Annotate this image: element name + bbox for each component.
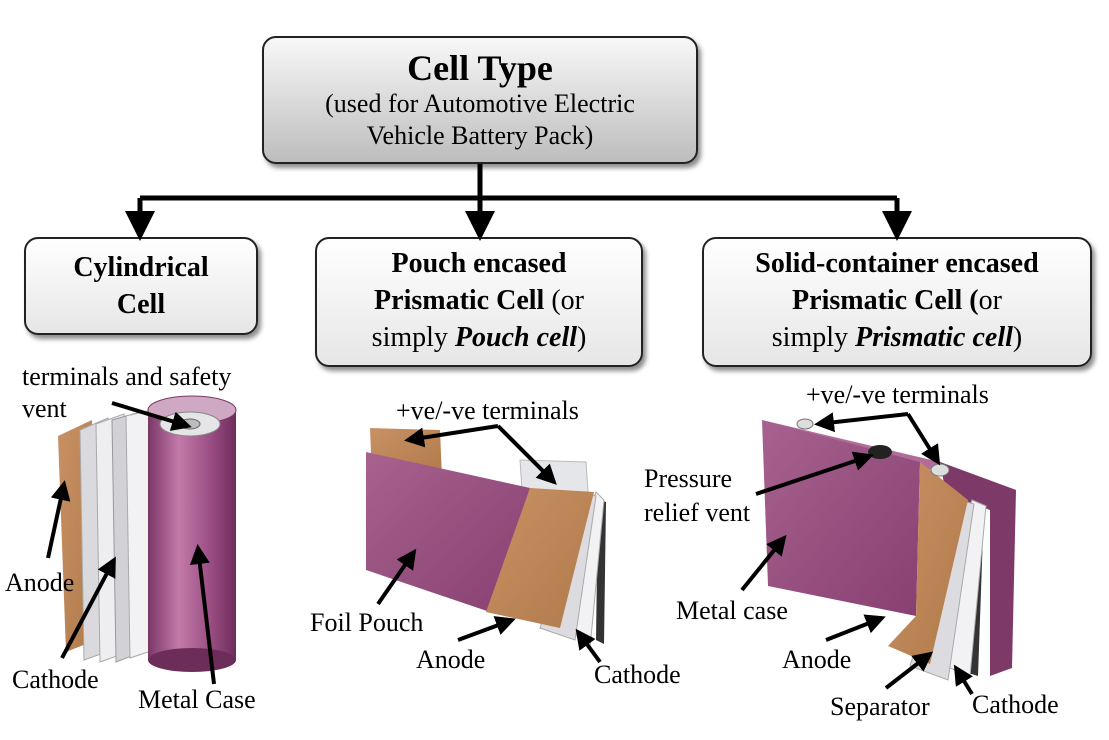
label-prism-pressure-line2: relief vent [644,498,751,527]
prismatic-title-line1: Solid-container encased [755,248,1039,279]
label-pouch-anode: Anode [416,645,486,674]
pouch-title-line2-rest: (or [544,285,584,316]
arrow-cyl-metal-case [189,544,216,685]
label-pouch-terminals: +ve/-ve terminals [396,396,579,425]
prismatic-title-line2-rest: or [978,285,1002,316]
root-subtitle-line1: (used for Automotive Electric [325,89,635,118]
arrow-prism-anode [825,614,886,642]
label-pouch-foil: Foil Pouch [310,608,424,637]
prismatic-title-line2-bold: Prismatic Cell ( [792,285,979,316]
pouch-title-line3-italic: Pouch cell [454,322,577,353]
prism-metal-case [762,420,920,616]
label-cyl-cathode: Cathode [12,665,99,694]
arrow-pouch-cathode [575,628,602,664]
pouch-title-line1: Pouch encased [391,248,567,279]
label-prism-terminals: +ve/-ve terminals [806,380,989,409]
pouch-title-line3: simply Pouch cell) [317,319,641,356]
cyl-case-bottom [148,648,236,672]
root-cell-type-box: Cell Type (used for Automotive Electric … [262,36,698,164]
arrow-prism-cathode [953,664,974,696]
label-cyl-terminals-line2: vent [22,394,67,423]
cylindrical-cell-illustration [58,395,237,672]
prism-terminal-pos [796,418,814,430]
label-prism-cathode: Cathode [972,690,1059,719]
label-prism-metal-case: Metal case [676,596,788,625]
pouch-terminal-silver [519,459,589,493]
prismatic-cell-illustration [762,418,1016,681]
label-prism-separator: Separator [830,692,930,721]
arrow-pouch-anode [457,616,516,642]
root-subtitle-line2: Vehicle Battery Pack) [366,121,594,150]
pouch-title-line2: Prismatic Cell (or [317,282,641,319]
pouch-foil-body [366,452,530,612]
pouch-title-line3-start: simply [371,322,455,353]
arrow-pouch-terminal-right [496,424,557,485]
label-cyl-terminals-line1: terminals and safety [22,362,232,391]
label-prism-pressure-line1: Pressure [644,464,733,493]
prism-vent [868,445,892,459]
prismatic-title-line3-start: simply [771,322,856,353]
pouch-title-line2-bold: Prismatic Cell [374,285,545,316]
arrow-prism-case [740,534,787,592]
root-title: Cell Type [407,48,553,88]
label-cyl-metal-case: Metal Case [138,685,256,714]
pouch-title-line3-end: ) [577,322,587,353]
prism-terminal-neg [930,463,950,477]
arrow-prism-separator [884,651,934,690]
arrow-cyl-terminals [111,401,192,431]
label-pouch-cathode: Cathode [594,660,681,689]
arrow-cyl-anode [46,480,71,559]
pouch-cell-box: Pouch encased Prismatic Cell (or simply … [315,237,643,367]
arrow-prism-terminal-left [814,412,909,433]
prismatic-title-line2: Prismatic Cell (or [704,282,1090,319]
prism-right-face [940,462,1016,676]
arrow-cyl-cathode [60,556,116,659]
cylindrical-title-line2: Cell [116,289,166,320]
arrow-prism-terminal-right [906,412,941,466]
prismatic-title-line3-end: ) [1012,322,1023,353]
prism-anode-sheet [888,462,968,664]
label-prism-anode: Anode [782,645,852,674]
prismatic-cell-box: Solid-container encased Prismatic Cell (… [702,237,1092,367]
cylindrical-title-line1: Cylindrical [73,252,209,283]
label-cyl-anode: Anode [5,568,75,597]
pouch-anode-sheet [486,488,594,628]
arrow-pouch-foil [376,548,417,606]
prismatic-title-line3: simply Prismatic cell) [704,319,1090,356]
cyl-metal-case [148,410,236,660]
arrow-pouch-terminal-left [404,424,499,448]
prismatic-title-line3-italic: Prismatic cell [855,322,1013,353]
arrow-prism-vent [755,451,874,496]
